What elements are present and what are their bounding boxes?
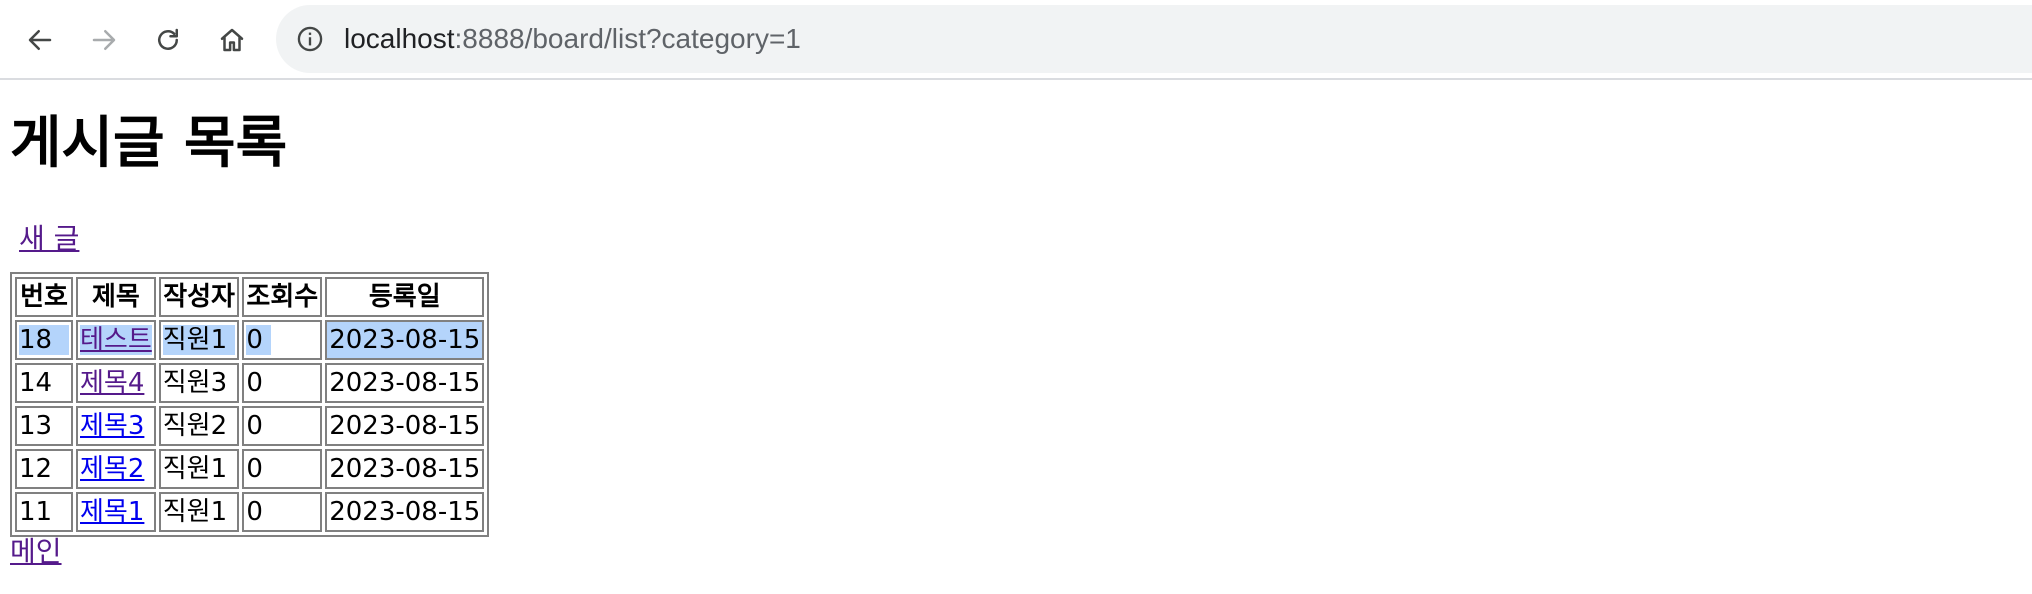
- cell-number: 14: [15, 363, 73, 403]
- arrow-right-icon: [92, 30, 116, 50]
- cell-date: 2023-08-15: [325, 492, 485, 532]
- cell-views: 0: [242, 406, 323, 446]
- cell-title: 제목2: [76, 449, 156, 489]
- new-post-link[interactable]: 새 글: [19, 222, 80, 255]
- cell-title: 테스트: [76, 320, 156, 360]
- info-icon[interactable]: [296, 25, 324, 53]
- cell-writer: 직원2: [158, 406, 240, 446]
- header-date: 등록일: [325, 277, 485, 317]
- header-writer: 작성자: [158, 277, 240, 317]
- board-table: 번호 제목 작성자 조회수 등록일 18 테스트 직원1 0 2023-08-1…: [10, 272, 490, 537]
- cell-date: 2023-08-15: [325, 406, 485, 446]
- post-title-link[interactable]: 제목3: [80, 411, 145, 441]
- cell-views: 0: [242, 363, 323, 403]
- cell-views: 0: [242, 449, 323, 489]
- post-title-link[interactable]: 테스트: [80, 325, 152, 355]
- cell-writer: 직원1: [158, 492, 240, 532]
- back-button[interactable]: [18, 18, 62, 62]
- main-link[interactable]: 메인: [10, 535, 62, 568]
- cell-views-text: 0: [246, 325, 263, 355]
- cell-writer: 직원1: [158, 449, 240, 489]
- browser-toolbar: localhost:8888/board/list?category=1: [0, 0, 2032, 80]
- cell-writer-text: 직원1: [162, 325, 228, 355]
- home-icon: [220, 28, 244, 52]
- cell-views: 0: [242, 492, 323, 532]
- reload-icon: [158, 28, 178, 50]
- cell-title: 제목4: [76, 363, 156, 403]
- post-title-link[interactable]: 제목2: [80, 454, 145, 484]
- cell-date: 2023-08-15: [325, 449, 485, 489]
- address-bar[interactable]: localhost:8888/board/list?category=1: [276, 5, 2032, 73]
- url-path: :8888/board/list?category=1: [454, 23, 801, 54]
- cell-date: 2023-08-15: [325, 320, 485, 360]
- post-title-link[interactable]: 제목1: [80, 497, 145, 527]
- header-number: 번호: [15, 277, 73, 317]
- table-row: 11 제목1 직원1 0 2023-08-15: [15, 492, 485, 532]
- cell-number: 11: [15, 492, 73, 532]
- cell-number: 12: [15, 449, 73, 489]
- cell-number-text: 18: [19, 325, 53, 355]
- reload-button[interactable]: [146, 18, 190, 62]
- page-content: 게시글 목록 새 글 번호 제목 작성자 조회수 등록일 18 테스트 직원1 …: [0, 82, 2032, 594]
- header-views: 조회수: [242, 277, 323, 317]
- cell-writer: 직원3: [158, 363, 240, 403]
- arrow-left-icon: [28, 30, 52, 50]
- cell-views: 0: [242, 320, 323, 360]
- url-text[interactable]: localhost:8888/board/list?category=1: [344, 23, 801, 55]
- table-row: 13 제목3 직원2 0 2023-08-15: [15, 406, 485, 446]
- cell-title: 제목3: [76, 406, 156, 446]
- table-row: 14 제목4 직원3 0 2023-08-15: [15, 363, 485, 403]
- table-row: 12 제목2 직원1 0 2023-08-15: [15, 449, 485, 489]
- cell-title: 제목1: [76, 492, 156, 532]
- header-title: 제목: [76, 277, 156, 317]
- table-row: 18 테스트 직원1 0 2023-08-15: [15, 320, 485, 360]
- cell-number: 18: [15, 320, 73, 360]
- page-title: 게시글 목록: [10, 111, 288, 176]
- forward-button[interactable]: [82, 18, 126, 62]
- home-button[interactable]: [210, 18, 254, 62]
- post-title-link[interactable]: 제목4: [80, 368, 145, 398]
- cell-writer: 직원1: [158, 320, 240, 360]
- cell-date: 2023-08-15: [325, 363, 485, 403]
- cell-number: 13: [15, 406, 73, 446]
- table-header-row: 번호 제목 작성자 조회수 등록일: [15, 277, 485, 317]
- url-host: localhost: [344, 23, 455, 54]
